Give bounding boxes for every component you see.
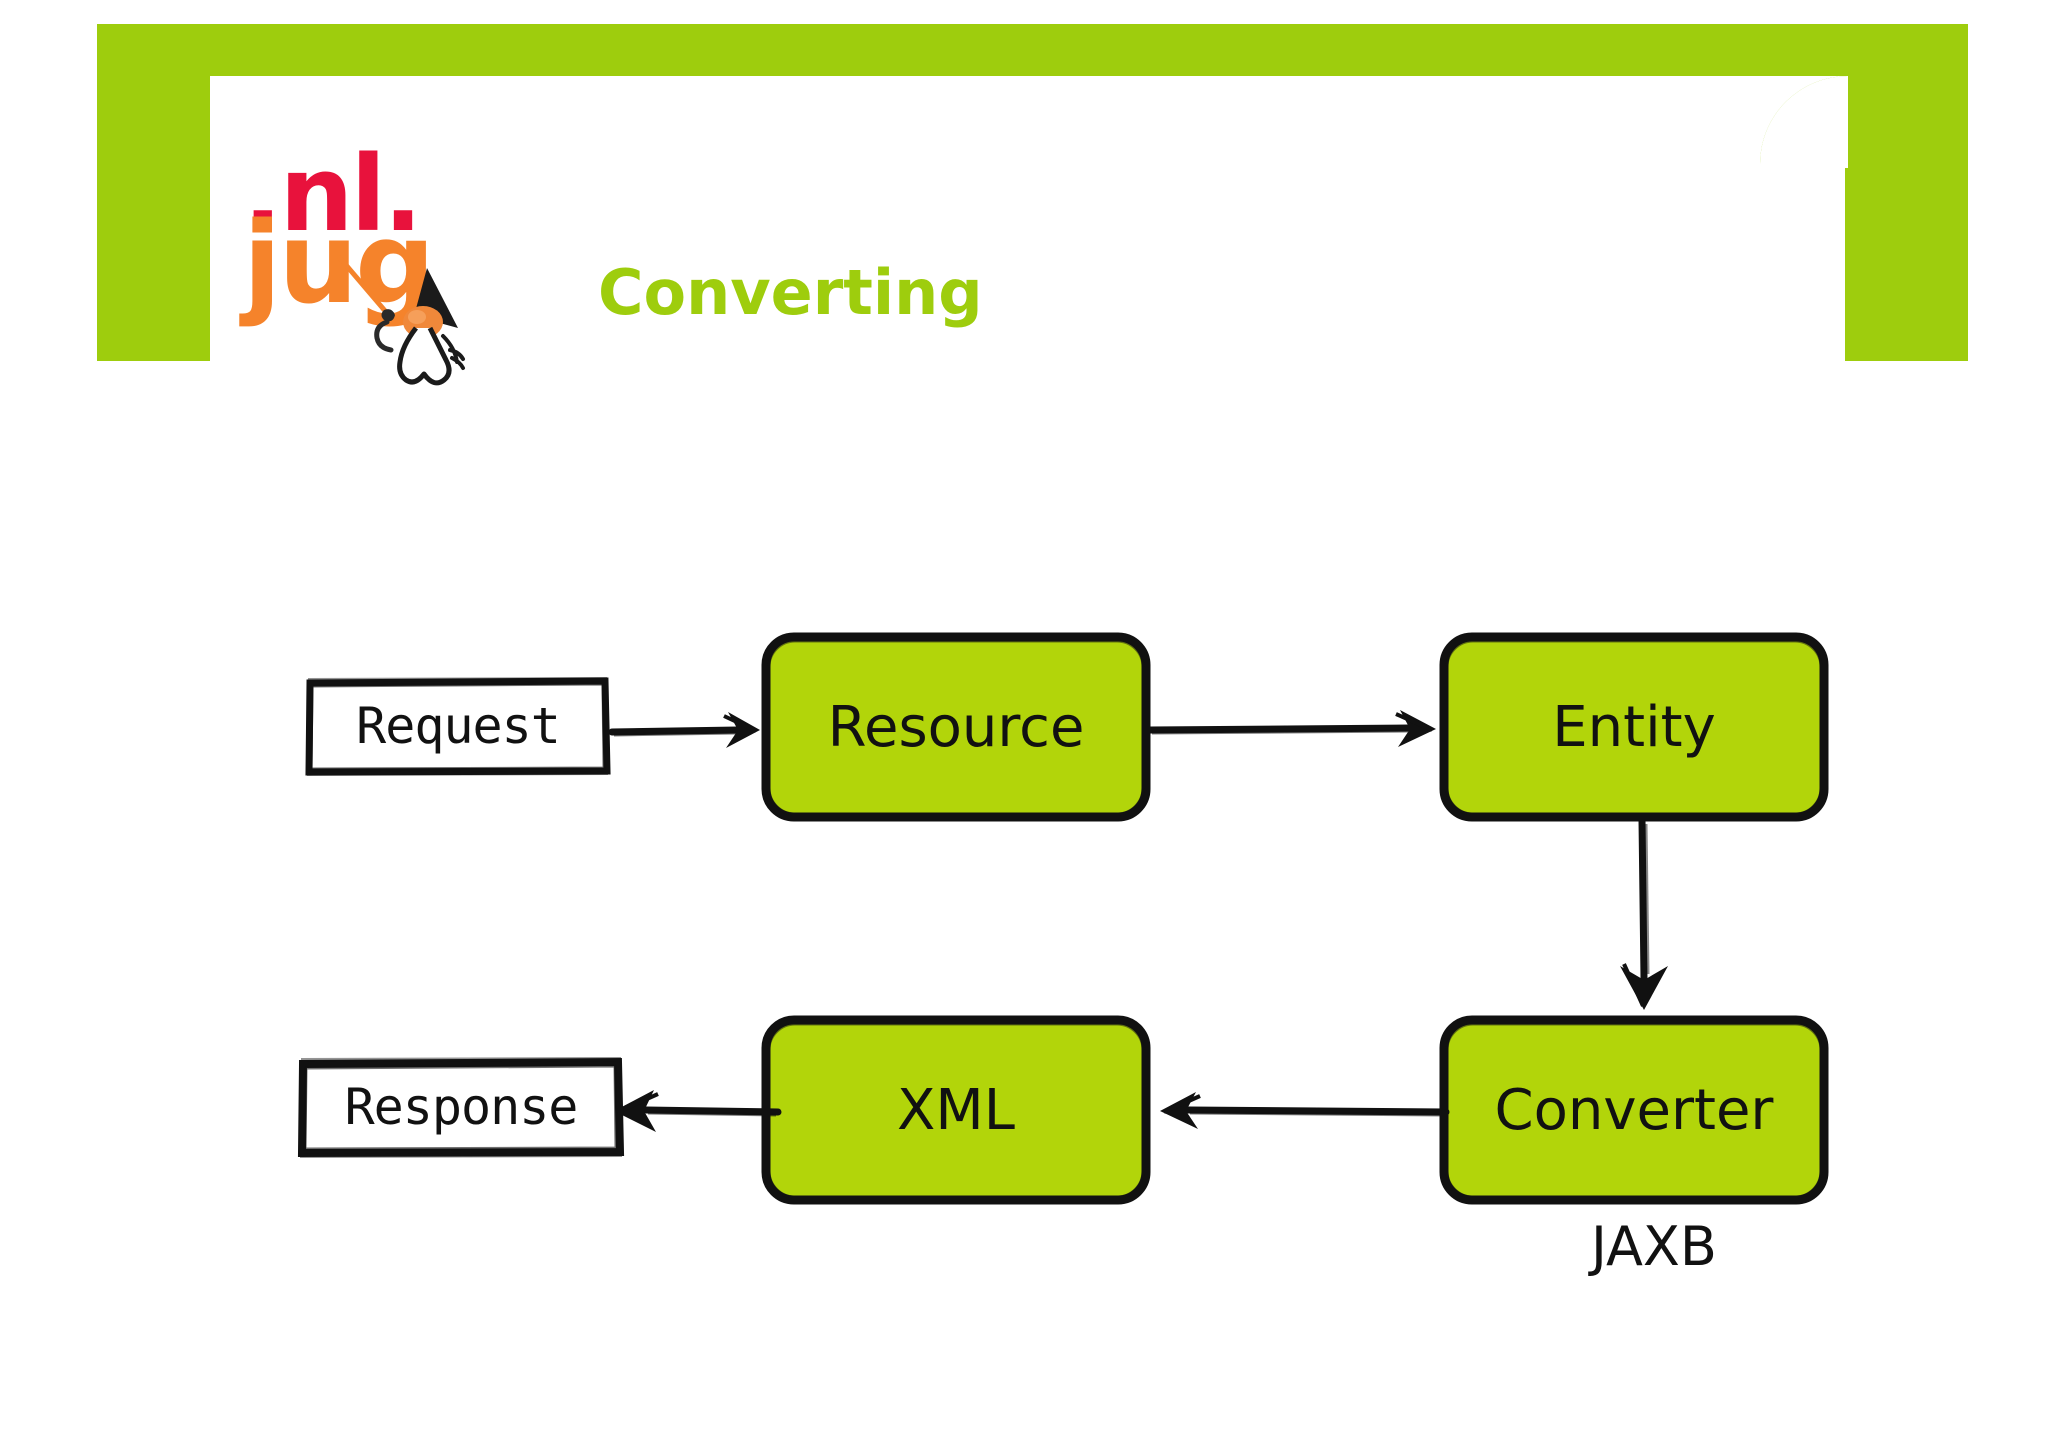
node-resource-label: Resource [827,694,1085,760]
node-resource[interactable]: Resource [761,632,1151,822]
jaxb-annotation: JAXB [1591,1215,1717,1278]
logo-jug-text: jug [243,199,435,329]
node-response[interactable]: Response [297,1057,625,1158]
node-xml[interactable]: XML [761,1015,1151,1205]
node-request[interactable]: Request [305,677,611,776]
frame-corner-round [1760,76,1848,168]
duke-mascot-icon [337,255,465,386]
frame-right-bar [1845,24,1968,361]
node-converter-label: Converter [1494,1077,1774,1143]
arrow-converter-to-xml [1160,1092,1450,1129]
node-xml-label: XML [897,1077,1015,1143]
node-entity-label: Entity [1552,694,1716,760]
logo-nl-text: .nl. [243,133,423,255]
arrow-xml-to-response [614,1090,782,1132]
node-response-label: Response [344,1078,579,1136]
nljug-logo: .nl. jug [243,133,493,330]
node-converter[interactable]: Converter [1439,1015,1829,1205]
arrow-request-to-resource [608,712,760,748]
frame-left-bar [97,24,210,361]
frame-top-bar [97,24,1968,76]
arrow-resource-to-entity [1146,710,1436,747]
node-request-label: Request [356,697,561,755]
arrow-entity-to-converter [1620,816,1668,1010]
page-title: Converting [598,256,983,329]
node-entity[interactable]: Entity [1439,632,1829,822]
